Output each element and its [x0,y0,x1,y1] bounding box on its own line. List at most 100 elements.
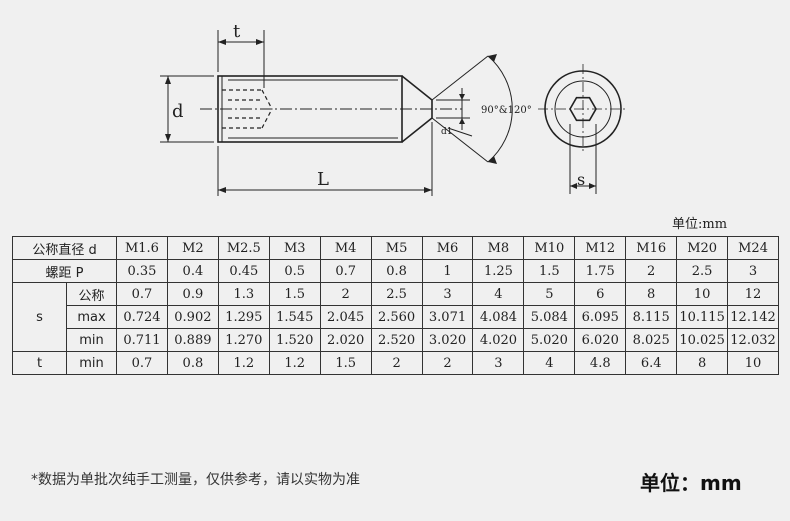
table-cell: 1.75 [574,259,627,283]
table-cell: M5 [370,236,423,260]
table-cell: 1.2 [268,351,321,375]
table-cell: M20 [676,236,729,260]
table-cell: 2.5 [370,282,423,306]
label-angle: 90°&120° [481,105,532,116]
table-cell: 0.4 [166,259,219,283]
table-cell: 0.902 [166,305,219,329]
table-cell: 8.115 [625,305,678,329]
table-cell: 2 [625,259,678,283]
table-cell: 3.020 [421,328,474,352]
label-d: d [172,101,184,122]
table-cell: 3.071 [421,305,474,329]
table-cell: 12.032 [727,328,779,352]
table-cell: 0.7 [116,282,168,306]
table-cell: M10 [523,236,576,260]
table-cell: 8.025 [625,328,678,352]
table-cell: 1.5 [319,351,372,375]
s-nominal-label: 公称 [65,282,118,306]
table-cell: 5 [523,282,576,306]
table-cell: 2.560 [370,305,423,329]
s-min-label: min [65,328,118,352]
table-cell: 5.020 [523,328,576,352]
table-cell: 1.5 [268,282,321,306]
table-cell: 3 [472,351,525,375]
table-cell: 6.020 [574,328,627,352]
label-d1: d1 [441,127,453,137]
label-t: t [233,21,241,42]
table-cell: 0.8 [166,351,219,375]
table-cell: 2 [421,351,474,375]
table-cell: M12 [574,236,627,260]
table-cell: 12 [727,282,779,306]
table-cell: M24 [727,236,779,260]
table-cell: M8 [472,236,525,260]
s-label: s [12,282,67,352]
table-cell: 0.711 [116,328,168,352]
table-cell: 0.8 [370,259,423,283]
table-cell: M2 [166,236,219,260]
label-L: L [317,169,329,190]
table-cell: 0.45 [217,259,270,283]
table-cell: 10 [727,351,779,375]
table-cell: 6.4 [625,351,678,375]
unit-label-top: 单位:mm [672,217,728,232]
technical-drawing: t d L 90°&120° d1 s [160,21,628,196]
table-cell: 0.9 [166,282,219,306]
table-cell: 2.5 [676,259,729,283]
table-cell: 10.115 [676,305,729,329]
table-cell: M4 [319,236,372,260]
table-cell: 4.8 [574,351,627,375]
t-min-label: min [65,351,118,375]
table-cell: 10 [676,282,729,306]
s-max-label: max [65,305,118,329]
table-cell: 0.7 [319,259,372,283]
table-cell: M6 [421,236,474,260]
table-cell: 4 [523,351,576,375]
table-cell: M3 [268,236,321,260]
table-cell: M2.5 [217,236,270,260]
table-cell: 4 [472,282,525,306]
footnote: *数据为单批次纯手工测量，仅供参考，请以实物为准 [31,472,360,488]
table-cell: M16 [625,236,678,260]
hex-socket-hidden [222,89,273,129]
table-cell: 1.2 [217,351,270,375]
table-cell: 0.724 [116,305,168,329]
table-cell: 2.020 [319,328,372,352]
table-cell: 1.5 [523,259,576,283]
table-cell: 0.35 [116,259,168,283]
table-cell: 2.520 [370,328,423,352]
table-cell: 12.142 [727,305,779,329]
table-cell: 3 [421,282,474,306]
table-cell: 1.270 [217,328,270,352]
unit-label-bottom: 单位：mm [640,471,742,495]
table-cell: 8 [625,282,678,306]
table-cell: 5.084 [523,305,576,329]
label-s: s [577,170,585,189]
table-cell: 1.3 [217,282,270,306]
table-cell: 8 [676,351,729,375]
table-cell: 6.095 [574,305,627,329]
t-label: t [12,351,67,375]
table-cell: M1.6 [116,236,168,260]
table-cell: 1 [421,259,474,283]
table-cell: 0.5 [268,259,321,283]
pitch-label: 螺距 P [11,259,118,283]
end-view [538,64,628,194]
table-cell: 2 [370,351,423,375]
table-cell: 2 [319,282,372,306]
table-cell: 1.295 [217,305,270,329]
table-cell: 1.545 [268,305,321,329]
table-cell: 1.520 [268,328,321,352]
table-cell: 4.084 [472,305,525,329]
table-cell: 6 [574,282,627,306]
table-cell: 1.25 [472,259,525,283]
table-cell: 4.020 [472,328,525,352]
